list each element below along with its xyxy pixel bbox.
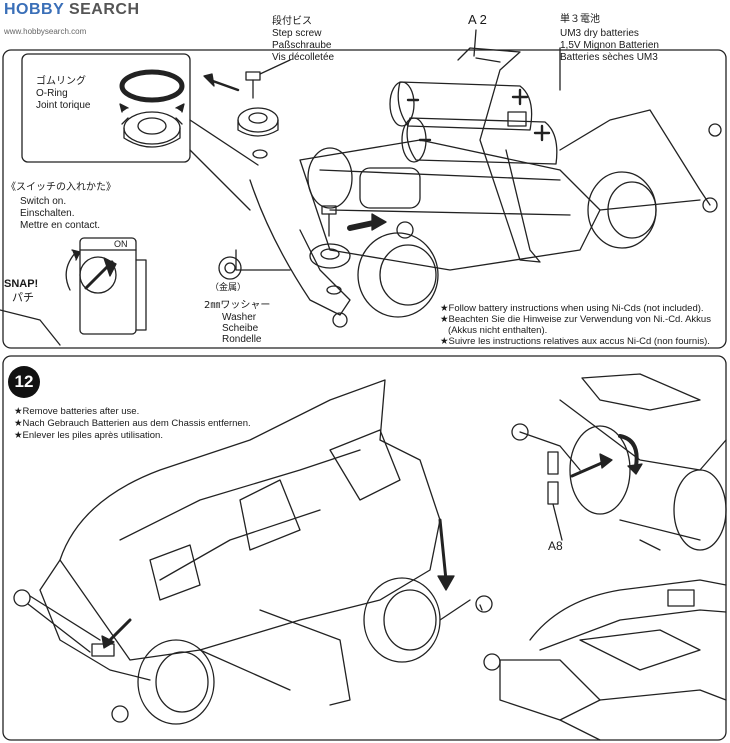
washer-label-en: Washer	[222, 312, 257, 323]
brand-url: www.hobbysearch.com	[4, 27, 87, 36]
step11-panel	[2, 49, 727, 349]
chassis-front-arm	[249, 179, 351, 316]
a2-bracket	[457, 47, 541, 263]
chassis-body	[299, 139, 601, 271]
switch-label-de: Einschalten.	[20, 208, 75, 219]
car-body-illustration	[13, 379, 493, 725]
washer-label-fr: Rondelle	[222, 334, 262, 345]
nicd-note-en: ★Follow battery instructions when using …	[440, 303, 704, 314]
step12-panel	[2, 355, 727, 741]
remove-batteries-note-de: ★Nach Gebrauch Batterien aus dem Chassis…	[14, 418, 251, 429]
nicd-note-de-2: (Akkus nicht enthalten).	[448, 325, 548, 336]
batteries-icon	[389, 81, 558, 165]
motor-icon	[359, 167, 421, 209]
oring-icon	[119, 69, 185, 103]
switch-on-label: ON	[114, 239, 128, 249]
switch-label-fr: Mettre en contact.	[20, 220, 101, 231]
wheel-icon	[237, 107, 279, 133]
screw-label-de: Paßschraube	[272, 40, 332, 51]
screw-label-en: Step screw	[272, 28, 322, 39]
snap-label-jp: パチ	[12, 291, 34, 304]
switch-label-en: Switch on.	[20, 196, 67, 207]
oring-label-en: O-Ring	[36, 88, 68, 99]
battery-label-en: UM3 dry batteries	[560, 28, 639, 39]
screw-label-jp: 段付ビス	[272, 16, 312, 27]
wheel-hub-icon	[123, 111, 181, 145]
oring-label-jp: ゴムリング	[36, 76, 86, 87]
battery-label-jp: 単３電池	[560, 14, 600, 25]
chassis-rear-arm	[559, 109, 711, 206]
metal-washer-icon	[218, 256, 242, 280]
part-a8-label: A8	[548, 539, 563, 553]
brand-logo: HOBBY SEARCH	[4, 1, 140, 18]
brand-prefix: HOBBY	[4, 1, 64, 18]
washer-label-jp: 2㎜ワッシャー	[204, 300, 271, 311]
oring-inset	[21, 53, 191, 163]
switch-label-jp: 《スイッチの入れかた》	[6, 182, 116, 193]
finished-car-illustration	[483, 579, 727, 741]
part-a2-label: A 2	[468, 12, 487, 27]
switch-illustration	[0, 237, 147, 346]
brand-suffix: SEARCH	[64, 1, 140, 18]
nicd-note-de-1: ★Beachten Sie die Hinweise zur Verwendun…	[440, 314, 711, 325]
rear-roller-icon	[702, 197, 718, 213]
metal-label-jp: （金属）	[210, 283, 247, 293]
snap-label-en: SNAP!	[4, 278, 39, 290]
oring-label-fr: Joint torique	[36, 100, 91, 111]
washer-icon	[252, 149, 268, 159]
step-screw-icon	[245, 71, 261, 81]
step-number-badge: 12	[8, 366, 40, 398]
battery-label-fr: Batteries sèches UM3	[560, 52, 658, 63]
washer-label-de: Scheibe	[222, 323, 259, 334]
rear-left-wheel	[307, 147, 353, 209]
remove-batteries-note-fr: ★Enlever les piles après utilisation.	[14, 430, 163, 441]
front-right-wheel	[357, 232, 439, 318]
battery-label-de: 1,5V Mignon Batterien	[560, 40, 659, 51]
nicd-note-fr: ★Suivre les instructions relatives aux a…	[440, 336, 710, 347]
rear-right-wheel	[587, 171, 657, 249]
front-roller-icon	[332, 312, 348, 328]
remove-batteries-note-en: ★Remove batteries after use.	[14, 406, 140, 417]
screw-label-fr: Vis décolletée	[272, 52, 335, 63]
rear-detail-illustration	[511, 373, 727, 551]
